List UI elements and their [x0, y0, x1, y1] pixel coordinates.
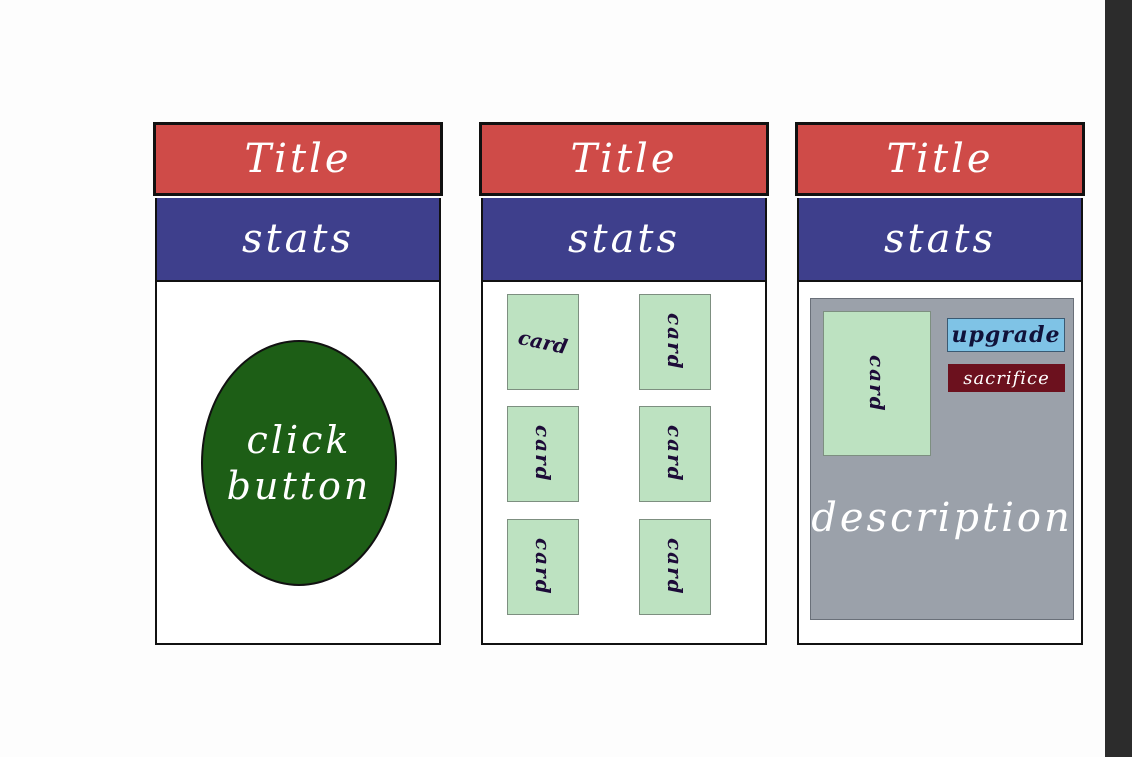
card-label: card	[663, 313, 687, 371]
card-label: card	[516, 325, 570, 359]
click-button[interactable]: click button	[201, 340, 397, 586]
panel-body: card card card card card card	[481, 282, 767, 645]
click-button-label-line1: click	[246, 418, 352, 462]
title-bar: Title	[479, 122, 769, 196]
title-bar: Title	[795, 122, 1085, 196]
sacrifice-button-label: sacrifice	[963, 367, 1050, 389]
title-bar: Title	[153, 122, 443, 196]
stats-bar: stats	[797, 198, 1083, 282]
card[interactable]: card	[639, 406, 711, 502]
panel-body: card upgrade sacrifice description	[797, 282, 1083, 645]
card-label: card	[531, 538, 555, 596]
panel-cards: Title stats card card card card card car…	[479, 122, 769, 645]
card-detail-area: card upgrade sacrifice description	[810, 298, 1074, 620]
stats-label: stats	[241, 216, 355, 262]
card[interactable]: card	[507, 406, 579, 502]
card[interactable]: card	[507, 519, 579, 615]
stats-label: stats	[567, 216, 681, 262]
panel-card-detail: Title stats card upgrade sacrifice descr…	[795, 122, 1085, 645]
panel-title: Title	[886, 136, 994, 182]
card[interactable]: card	[639, 519, 711, 615]
card-description: description	[811, 495, 1073, 541]
selected-card[interactable]: card	[823, 311, 931, 456]
card[interactable]: card	[507, 294, 579, 390]
sacrifice-button[interactable]: sacrifice	[948, 364, 1065, 392]
panel-title: Title	[570, 136, 678, 182]
card-label: card	[531, 425, 555, 483]
click-button-label: click button	[227, 417, 372, 509]
stats-label: stats	[883, 216, 997, 262]
click-button-label-line2: button	[226, 464, 372, 508]
card-label: card	[865, 354, 889, 413]
stats-bar: stats	[481, 198, 767, 282]
upgrade-button[interactable]: upgrade	[947, 318, 1065, 352]
upgrade-button-label: upgrade	[951, 322, 1061, 348]
panel-click: Title stats click button	[153, 122, 443, 645]
panel-body: click button	[155, 282, 441, 645]
panel-title: Title	[244, 136, 352, 182]
card-label: card	[663, 425, 687, 483]
card-label: card	[663, 538, 687, 596]
card[interactable]: card	[639, 294, 711, 390]
scrollbar[interactable]	[1105, 0, 1132, 757]
stats-bar: stats	[155, 198, 441, 282]
